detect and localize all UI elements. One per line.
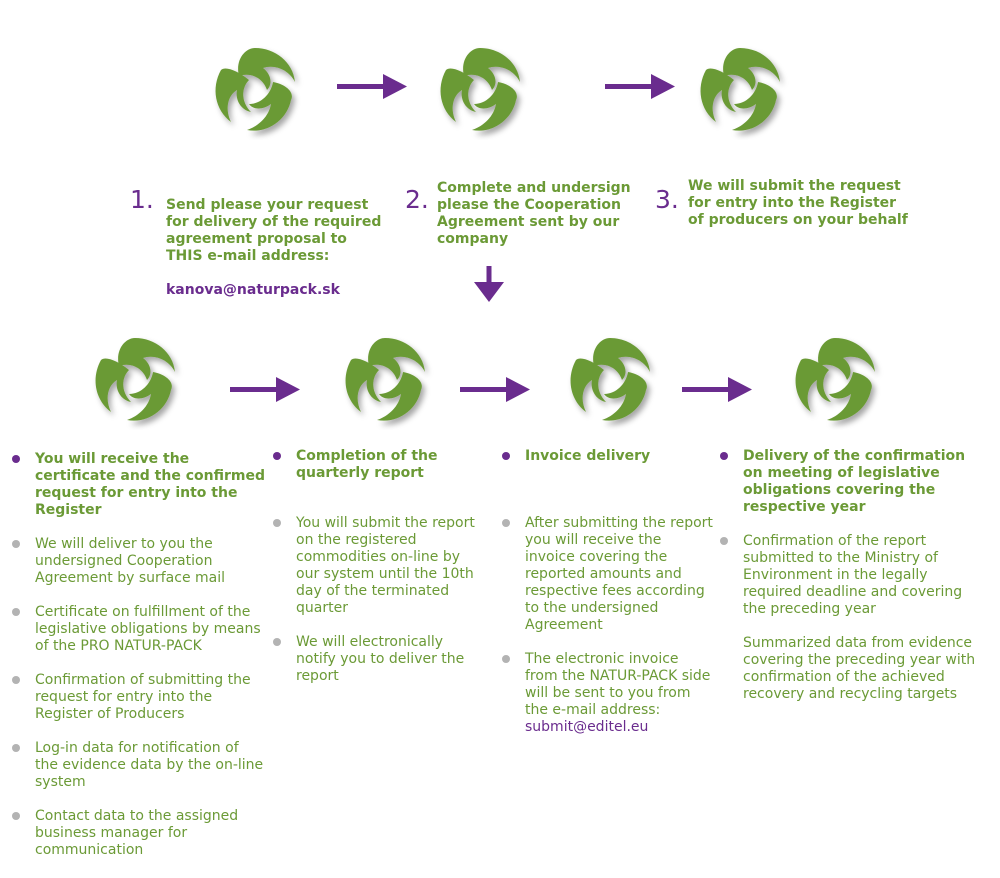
- bullet-icon: [12, 744, 20, 752]
- email-link[interactable]: kanova@naturpack.sk: [166, 282, 340, 298]
- arrow-icon: [605, 73, 675, 99]
- swirl-logo-icon: [85, 330, 185, 430]
- list-item-text: Certificate on fulfillment of the legisl…: [35, 604, 261, 654]
- swirl-logo-icon: [205, 40, 305, 140]
- step-text-body: Send please your request for delivery of…: [166, 197, 382, 264]
- list-item: Confirmation of submitting the request f…: [10, 672, 265, 723]
- list-item: Log-in data for notification of the evid…: [10, 740, 265, 791]
- bullet-icon: [12, 608, 20, 616]
- swirl-logo-icon: [560, 330, 660, 430]
- bullet-icon: [12, 812, 20, 820]
- column-heading-text: Invoice delivery: [525, 448, 651, 464]
- swirl-logo-icon: [785, 330, 885, 430]
- column-heading-text: Completion of the quarterly report: [296, 448, 438, 481]
- list-item-text: You will submit the report on the regist…: [296, 515, 475, 616]
- arrow-icon: [230, 376, 300, 402]
- list-item: Certificate on fulfillment of the legisl…: [10, 604, 265, 655]
- swirl-logo-icon: [430, 40, 530, 140]
- column-quarterly-report: Completion of the quarterly report You w…: [271, 448, 486, 685]
- column-certificate: You will receive the certificate and the…: [10, 451, 265, 859]
- swirl-logo-icon: [335, 330, 435, 430]
- list-item: We will electronically notify you to del…: [271, 634, 486, 685]
- list-item: You will submit the report on the regist…: [271, 515, 486, 617]
- column-heading-text: You will receive the certificate and the…: [35, 451, 265, 518]
- arrow-down-icon: [474, 266, 504, 302]
- bullet-icon: [273, 519, 281, 527]
- bullet-icon: [273, 452, 281, 460]
- bullet-icon: [502, 655, 510, 663]
- step-text: We will submit the request for entry int…: [688, 178, 908, 228]
- step-number: 2.: [405, 185, 429, 214]
- step-number: 1.: [130, 185, 154, 214]
- bullet-icon: [720, 452, 728, 460]
- list-item: The electronic invoice from the NATUR-PA…: [500, 651, 715, 736]
- arrow-icon: [337, 73, 407, 99]
- arrow-icon: [460, 376, 530, 402]
- list-item: After submitting the report you will rec…: [500, 515, 715, 634]
- list-item: We will deliver to you the undersigned C…: [10, 536, 265, 587]
- summary-paragraph: Summarized data from evidence covering t…: [743, 635, 976, 702]
- column-invoice: Invoice delivery After submitting the re…: [500, 448, 715, 736]
- list-item: Confirmation of the report submitted to …: [718, 533, 983, 618]
- list-item-text: Contact data to the assigned business ma…: [35, 808, 239, 858]
- email-link[interactable]: submit@editel.eu: [525, 719, 649, 735]
- list-item-text: The electronic invoice from the NATUR-PA…: [525, 651, 711, 718]
- column-heading-text: Delivery of the confirmation on meeting …: [743, 448, 966, 515]
- bullet-icon: [502, 452, 510, 460]
- list-item-text: We will deliver to you the undersigned C…: [35, 536, 226, 586]
- bullet-icon: [273, 638, 281, 646]
- bullet-icon: [502, 519, 510, 527]
- bullet-icon: [12, 455, 20, 463]
- bullet-icon: [12, 540, 20, 548]
- step-text: Send please your request for delivery of…: [166, 180, 396, 299]
- list-item: Contact data to the assigned business ma…: [10, 808, 265, 859]
- list-item-text: We will electronically notify you to del…: [296, 634, 465, 684]
- list-item-text: After submitting the report you will rec…: [525, 515, 713, 633]
- column-heading: Invoice delivery: [500, 448, 715, 465]
- column-confirmation: Delivery of the confirmation on meeting …: [718, 448, 983, 703]
- column-heading: You will receive the certificate and the…: [10, 451, 265, 519]
- swirl-logo-icon: [690, 40, 790, 140]
- list-item-text: Log-in data for notification of the evid…: [35, 740, 264, 790]
- bullet-icon: [720, 537, 728, 545]
- list-item-text: Confirmation of the report submitted to …: [743, 533, 963, 617]
- bullet-icon: [12, 676, 20, 684]
- column-heading: Delivery of the confirmation on meeting …: [718, 448, 983, 516]
- step-number: 3.: [655, 185, 679, 214]
- column-heading: Completion of the quarterly report: [271, 448, 486, 482]
- step-text: Complete and undersign please the Cooper…: [437, 180, 631, 247]
- list-item-text: Confirmation of submitting the request f…: [35, 672, 251, 722]
- arrow-icon: [682, 376, 752, 402]
